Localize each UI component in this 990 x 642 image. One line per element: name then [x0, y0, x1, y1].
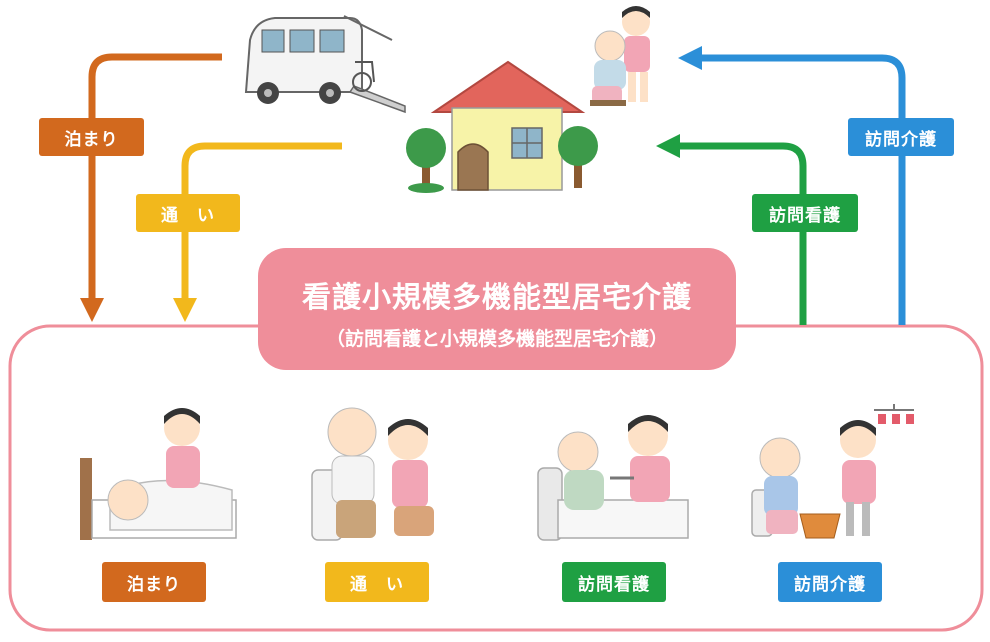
visit-day-scene-icon: [311, 407, 434, 541]
arrow-stay-head: [80, 298, 104, 322]
arrow-stay: [88, 53, 222, 298]
center-title-box: 看護小規模多機能型居宅介護 （訪問看護と小規模多機能型居宅介護）: [258, 248, 736, 370]
label-home-care-arrow: 訪問介護: [848, 118, 954, 156]
home-care-scene-icon: [751, 404, 914, 539]
label-stay-service: 泊まり: [102, 562, 206, 602]
label-visit-day-arrow: 通 い: [136, 194, 240, 232]
center-subtitle: （訪問看護と小規模多機能型居宅介護）: [325, 328, 668, 350]
arrow-home-care: [702, 54, 906, 325]
house-icon: [430, 60, 586, 191]
arrow-visit-day: [181, 142, 342, 298]
label-visit-day-service: 通 い: [325, 562, 429, 602]
arrow-visit-day-head: [173, 298, 197, 322]
van-icon: [244, 15, 406, 114]
label-stay-arrow: 泊まり: [39, 118, 144, 156]
center-title: 看護小規模多機能型居宅介護: [301, 280, 692, 314]
home-care-person-icon: [590, 6, 650, 106]
stay-scene-icon: [80, 408, 237, 540]
arrow-home-care-head: [678, 46, 702, 70]
arrow-home-nursing: [680, 142, 807, 325]
arrow-home-nursing-head: [656, 134, 680, 158]
label-home-care-service: 訪問介護: [778, 562, 882, 602]
label-home-nursing-arrow: 訪問看護: [752, 194, 858, 232]
tree-icon-left: [406, 128, 446, 193]
tree-icon-right: [558, 126, 598, 188]
label-home-nursing-service: 訪問看護: [562, 562, 666, 602]
home-nursing-scene-icon: [537, 415, 689, 541]
